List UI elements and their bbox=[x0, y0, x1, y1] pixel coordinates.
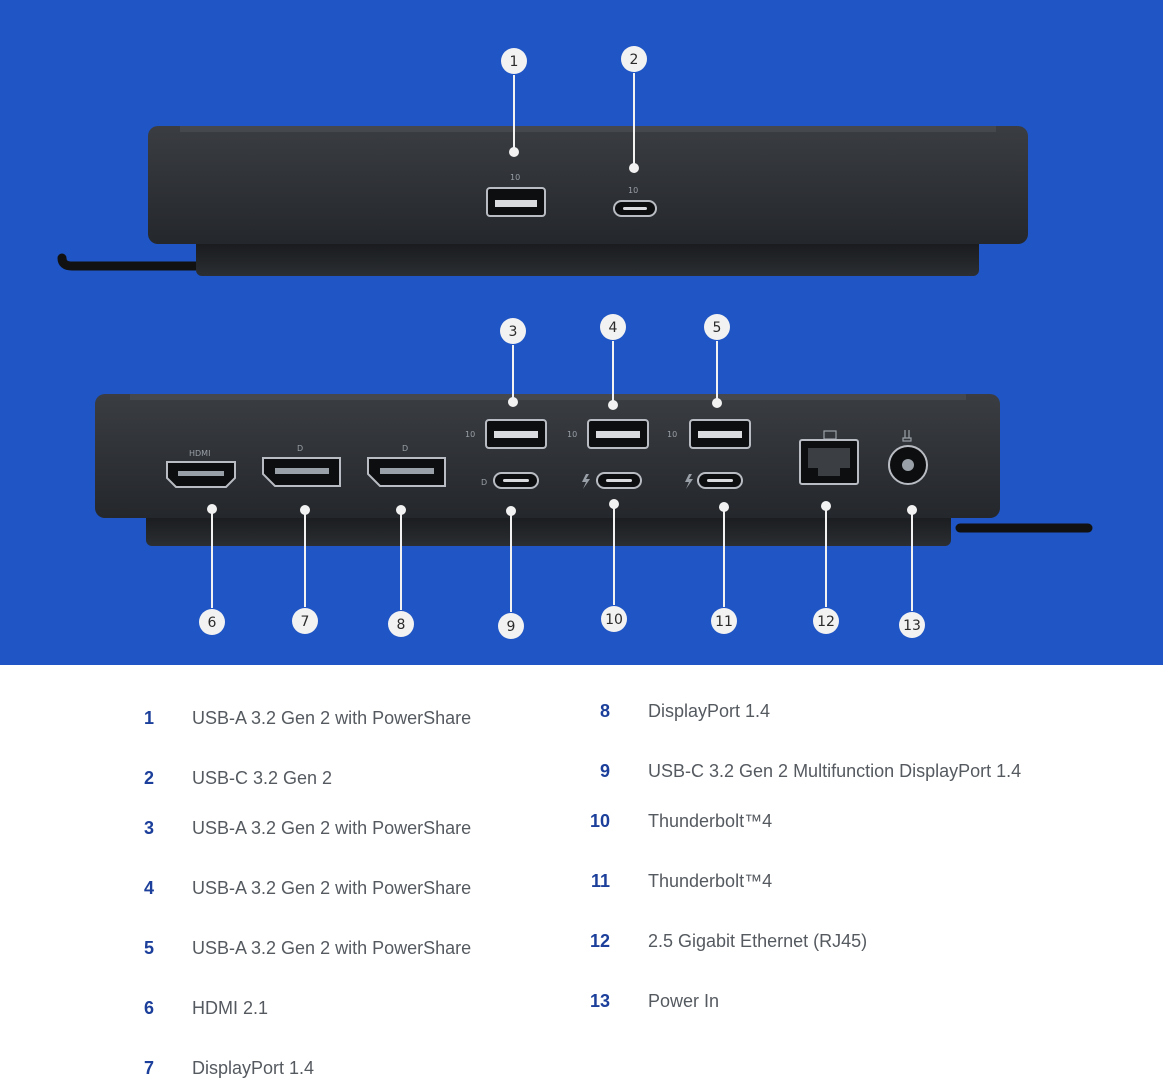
usb-a-port-icon: 10 bbox=[486, 173, 546, 217]
legend-number: 9 bbox=[599, 761, 610, 781]
legend-item: 4 USB-A 3.2 Gen 2 with PowerShare bbox=[112, 878, 471, 899]
front-cable bbox=[57, 253, 205, 271]
front-base bbox=[196, 236, 979, 276]
product-image: 10 10 HDMI D bbox=[0, 0, 1163, 665]
callout-badge bbox=[500, 318, 526, 344]
svg-text:6: 6 bbox=[208, 615, 217, 631]
svg-text:10: 10 bbox=[667, 430, 677, 439]
legend-number: 4 bbox=[143, 878, 154, 898]
legend-number: 2 bbox=[143, 768, 154, 788]
callout-badge bbox=[199, 609, 225, 635]
legend-number: 1 bbox=[143, 708, 154, 728]
legend-number: 12 bbox=[589, 931, 610, 951]
callout-badge bbox=[601, 606, 627, 632]
legend-number: 3 bbox=[143, 818, 154, 838]
svg-text:10: 10 bbox=[567, 430, 577, 439]
power-port-icon bbox=[888, 430, 928, 485]
callouts: 1 2 3 4 5 6 bbox=[199, 46, 925, 639]
svg-text:4: 4 bbox=[609, 320, 618, 336]
front-body bbox=[148, 126, 1028, 244]
svg-text:10: 10 bbox=[465, 430, 475, 439]
legend-item: 11 Thunderbolt™4 bbox=[568, 871, 772, 892]
rear-body bbox=[95, 394, 1000, 518]
svg-text:D: D bbox=[297, 444, 303, 453]
legend-item: 3 USB-A 3.2 Gen 2 with PowerShare bbox=[112, 818, 471, 839]
legend-number: 6 bbox=[143, 998, 154, 1018]
callout-badge bbox=[388, 611, 414, 637]
usb-a-port-icon: 10 bbox=[667, 419, 751, 449]
legend-label: Thunderbolt™4 bbox=[648, 811, 773, 831]
legend-label: USB-C 3.2 Gen 2 Multifunction DisplayPor… bbox=[648, 761, 1022, 781]
legend-label: USB-A 3.2 Gen 2 with PowerShare bbox=[192, 938, 472, 958]
legend-item: 8 DisplayPort 1.4 bbox=[568, 701, 770, 722]
displayport-port-icon: D bbox=[367, 444, 446, 487]
legend-number: 10 bbox=[589, 811, 610, 831]
callout-badge bbox=[711, 608, 737, 634]
legend-item: 5 USB-A 3.2 Gen 2 with PowerShare bbox=[112, 938, 471, 959]
dock-illustration: 10 10 HDMI D bbox=[57, 46, 1093, 639]
svg-text:2: 2 bbox=[630, 52, 639, 68]
legend-number: 5 bbox=[143, 938, 154, 958]
legend-item: 12 2.5 Gigabit Ethernet (RJ45) bbox=[568, 931, 867, 952]
legend-label: Thunderbolt™4 bbox=[648, 871, 773, 891]
legend-label: USB-A 3.2 Gen 2 with PowerShare bbox=[192, 708, 472, 728]
legend-item: 9 USB-C 3.2 Gen 2 Multifunction DisplayP… bbox=[568, 761, 1021, 782]
svg-text:11: 11 bbox=[715, 614, 733, 630]
ethernet-port-icon bbox=[799, 430, 859, 485]
callout-badge bbox=[600, 314, 626, 340]
legend-item: 7 DisplayPort 1.4 bbox=[112, 1058, 314, 1079]
legend-number: 13 bbox=[589, 991, 610, 1011]
svg-text:HDMI: HDMI bbox=[189, 449, 210, 458]
callout-badge bbox=[813, 608, 839, 634]
usb-c-port-icon: 10 bbox=[613, 186, 657, 217]
legend-item: 13 Power In bbox=[568, 991, 719, 1012]
svg-text:10: 10 bbox=[605, 612, 623, 628]
legend-label: Power In bbox=[648, 991, 720, 1011]
svg-text:D: D bbox=[402, 444, 408, 453]
displayport-port-icon: D bbox=[262, 444, 341, 487]
legend-label: 2.5 Gigabit Ethernet (RJ45) bbox=[648, 931, 868, 951]
hdmi-port-icon: HDMI bbox=[166, 449, 236, 488]
legend-label: USB-C 3.2 Gen 2 bbox=[192, 768, 333, 788]
usb-a-port-icon: 10 bbox=[465, 419, 547, 449]
legend-label: USB-A 3.2 Gen 2 with PowerShare bbox=[192, 878, 472, 898]
callout-badge bbox=[498, 613, 524, 639]
callout-badge bbox=[621, 46, 647, 72]
callout-badge bbox=[899, 612, 925, 638]
legend-number: 7 bbox=[143, 1058, 154, 1078]
legend-number: 11 bbox=[590, 871, 610, 891]
dock-rear-view: HDMI D D 10 10 bbox=[95, 394, 1093, 546]
legend-label: DisplayPort 1.4 bbox=[648, 701, 771, 721]
legend-item: 10 Thunderbolt™4 bbox=[568, 811, 772, 832]
legend-label: HDMI 2.1 bbox=[192, 998, 269, 1018]
svg-text:10: 10 bbox=[628, 186, 638, 195]
svg-text:12: 12 bbox=[817, 614, 835, 630]
thunderbolt-port-icon bbox=[685, 472, 743, 489]
svg-text:10: 10 bbox=[510, 173, 520, 182]
port-legend: 1 USB-A 3.2 Gen 2 with PowerShare 2 USB-… bbox=[0, 665, 1172, 1089]
legend-item: 6 HDMI 2.1 bbox=[112, 998, 268, 1019]
legend-item: 2 USB-C 3.2 Gen 2 bbox=[112, 768, 332, 789]
svg-text:8: 8 bbox=[397, 617, 406, 633]
svg-text:7: 7 bbox=[301, 614, 310, 630]
dock-front-view: 10 10 bbox=[57, 126, 1028, 276]
svg-text:5: 5 bbox=[713, 320, 722, 336]
svg-text:1: 1 bbox=[510, 54, 519, 70]
svg-text:13: 13 bbox=[903, 618, 921, 634]
usb-a-port-icon: 10 bbox=[567, 419, 649, 449]
svg-text:D: D bbox=[481, 478, 487, 487]
svg-text:3: 3 bbox=[509, 324, 518, 340]
callout-badge bbox=[704, 314, 730, 340]
callout-badge bbox=[292, 608, 318, 634]
svg-text:9: 9 bbox=[507, 619, 516, 635]
usb-c-displayport-port-icon: D bbox=[481, 472, 539, 489]
legend-label: USB-A 3.2 Gen 2 with PowerShare bbox=[192, 818, 472, 838]
legend-label: DisplayPort 1.4 bbox=[192, 1058, 315, 1078]
callout-badge bbox=[501, 48, 527, 74]
legend-number: 8 bbox=[599, 701, 610, 721]
legend-item: 1 USB-A 3.2 Gen 2 with PowerShare bbox=[112, 708, 471, 729]
thunderbolt-port-icon bbox=[582, 472, 642, 489]
